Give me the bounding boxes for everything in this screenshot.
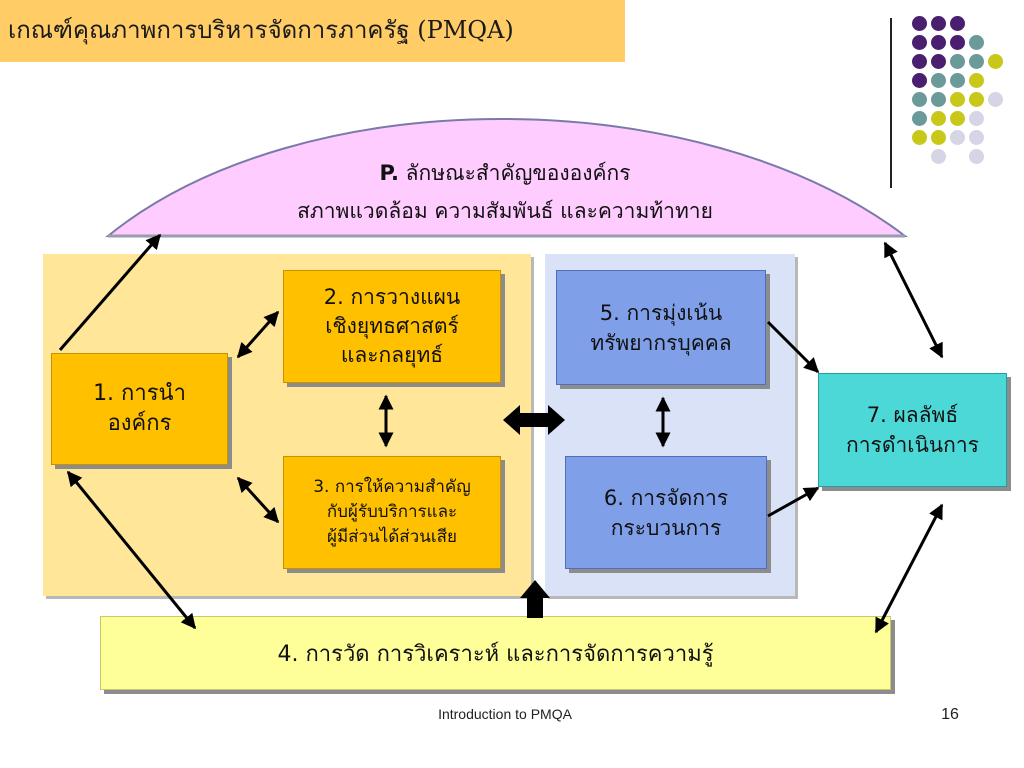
dot [969, 130, 984, 145]
dot [950, 16, 965, 31]
dot [912, 73, 927, 88]
dot [969, 149, 984, 164]
triad-link-double-arrow [503, 405, 565, 435]
dot [969, 54, 984, 69]
category-1-line-2: องค์กร [107, 411, 172, 436]
category-2-line-1: 2. การวางแผน [323, 285, 461, 309]
category-7-line-1: 7. ผลลัพธ์ [866, 403, 959, 427]
profile-prefix: P. [379, 161, 399, 185]
category-6-line-2: กระบวนการ [610, 515, 722, 540]
dot [969, 111, 984, 126]
arrow-1-to-profile [58, 233, 162, 351]
profile-line-2: สภาพแวดล้อม ความสัมพันธ์ และความท้าทาย [297, 199, 713, 223]
dot [912, 92, 927, 107]
dot [931, 92, 946, 107]
category-5-line-1: 5. การมุ่งเน้น [599, 300, 723, 325]
arrow-1-to-3 [236, 476, 280, 524]
category-6-line-1: 6. การจัดการ [603, 485, 729, 510]
category-5-line-2: ทรัพยากรบุคคล [590, 330, 732, 355]
profile-arch-shape [105, 118, 908, 237]
category-2-line-2: เชิงยุทธศาสตร์ [325, 314, 459, 338]
dot [950, 73, 965, 88]
dot [912, 111, 927, 126]
arrow-7-to-4 [874, 503, 944, 634]
dot [931, 130, 946, 145]
dot [950, 54, 965, 69]
dot [969, 92, 984, 107]
dot [912, 130, 927, 145]
arrow-profile-to-7 [883, 241, 944, 359]
category-3-line-3: ผู้มีส่วนได้ส่วนเสีย [327, 527, 457, 547]
dot [931, 73, 946, 88]
dot [912, 54, 927, 69]
dot [950, 92, 965, 107]
measurement-up-arrow [520, 580, 550, 618]
profile-line-1: ลักษณะสำคัญขององค์กร [405, 161, 631, 185]
divider-line [890, 18, 892, 188]
category-6-process-management: 6. การจัดการ กระบวนการ [565, 456, 767, 569]
arrow-1-to-2 [236, 310, 280, 359]
page-number: 16 [941, 706, 959, 723]
category-1-leadership: 1. การนำ องค์กร [51, 353, 228, 465]
slide-title: เกณฑ์คุณภาพการบริหารจัดการภาครัฐ (PMQA) [8, 16, 514, 44]
organizational-profile: P. ลักษณะสำคัญขององค์กร สภาพแวดล้อม ความ… [110, 154, 900, 230]
category-7-results: 7. ผลลัพธ์ การดำเนินการ [818, 373, 1007, 487]
category-3-line-1: 3. การให้ความสำคัญ [313, 477, 471, 497]
category-5-workforce-focus: 5. การมุ่งเน้น ทรัพยากรบุคคล [556, 270, 766, 385]
dot [988, 92, 1003, 107]
dot [931, 149, 946, 164]
category-2-line-3: และกลยุทธ์ [340, 343, 444, 367]
dot [988, 54, 1003, 69]
dot [931, 111, 946, 126]
category-4-measurement-analysis: 4. การวัด การวิเคราะห์ และการจัดการความร… [100, 616, 891, 690]
category-2-strategic-planning: 2. การวางแผน เชิงยุทธศาสตร์ และกลยุทธ์ [283, 270, 501, 383]
footer-title: Introduction to PMQA [438, 706, 572, 722]
dot [950, 35, 965, 50]
arrow-5-to-7 [766, 320, 820, 374]
category-3-line-2: กับผู้รับบริการและ [326, 502, 458, 522]
dot [912, 35, 927, 50]
dot [950, 130, 965, 145]
dot [969, 73, 984, 88]
title-bar: เกณฑ์คุณภาพการบริหารจัดการภาครัฐ (PMQA) [0, 0, 625, 62]
category-7-line-2: การดำเนินการ [846, 433, 979, 457]
dot [931, 54, 946, 69]
category-1-line-1: 1. การนำ [93, 381, 186, 406]
dot [969, 35, 984, 50]
arrow-6-to-7 [767, 486, 820, 518]
dot [912, 16, 927, 31]
dot [950, 111, 965, 126]
arrow-1-to-4 [66, 470, 197, 630]
category-4-label: 4. การวัด การวิเคราะห์ และการจัดการความร… [277, 641, 714, 667]
category-3-customer-focus: 3. การให้ความสำคัญ กับผู้รับบริการและ ผู… [283, 456, 501, 569]
dot [931, 35, 946, 50]
dot [931, 16, 946, 31]
